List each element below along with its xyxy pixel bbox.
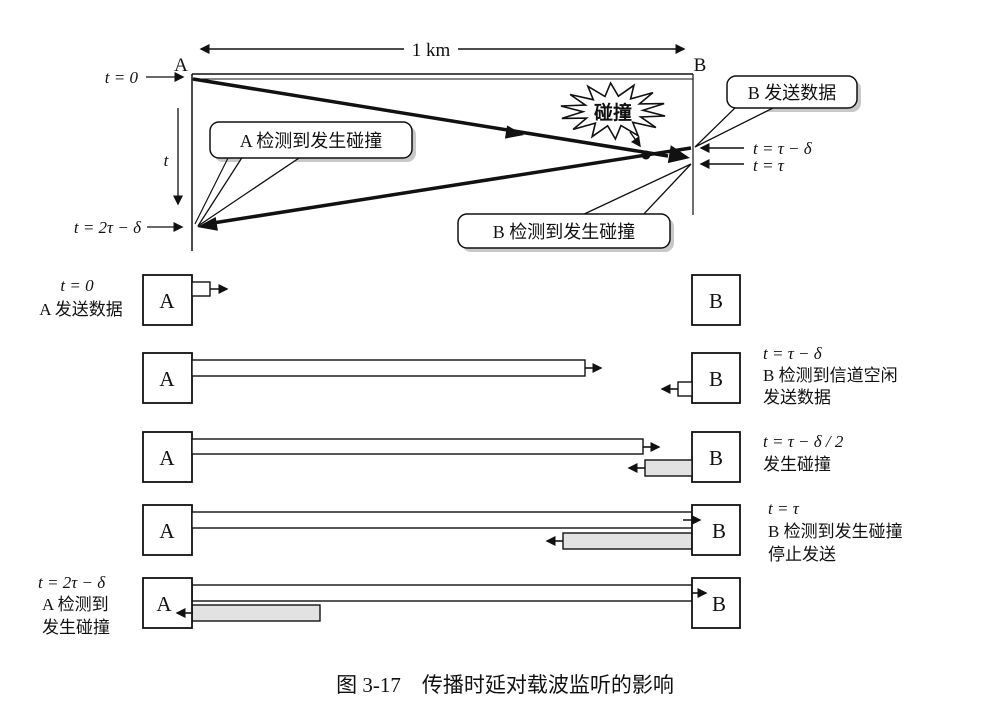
collision-label: 碰撞: [594, 101, 632, 124]
callout-b-detect-label: B 检测到发生碰撞: [493, 222, 636, 242]
row2-right-label-line3: 发送数据: [763, 388, 831, 407]
row2-frame-a-bar: [191, 359, 586, 377]
callout-b-detect: B 检测到发生碰撞: [457, 163, 692, 252]
t-tau-delta-annotation: t = τ − δ: [699, 139, 813, 158]
distance-arrow: 1 km: [199, 40, 686, 61]
row3-right-label-line1: t = τ − δ / 2: [763, 432, 844, 451]
row5-node-b-box: [691, 577, 741, 629]
row4-node-b-label: B: [712, 519, 726, 543]
t-tau-delta-label: t = τ − δ: [753, 139, 813, 158]
callout-a-detect-label: A 检测到发生碰撞: [240, 131, 383, 151]
row-t-tau-delta: A B t = τ − δ B 检测到信道空闲 发送数据: [142, 344, 898, 407]
row4-right-label-line3: 停止发送: [768, 545, 836, 564]
collision-annotation: 碰撞: [560, 81, 666, 148]
row1-frame-a-stub: [191, 281, 211, 297]
collision-point-dot: [641, 150, 651, 160]
row4-right-label-line1: t = τ: [768, 499, 800, 518]
row1-node-a-label: A: [159, 289, 175, 313]
frame-b-end-arrowhead: [197, 217, 218, 231]
row1-left-label-line2: A 发送数据: [39, 300, 123, 319]
row3-node-a-box: [142, 431, 193, 483]
row5-left-label-line3: 发生碰撞: [42, 618, 110, 637]
row4-node-a-label: A: [159, 519, 175, 543]
t-tau-label: t = τ: [753, 156, 785, 175]
row4-node-b-box: [691, 504, 741, 556]
row-a-detects: t = 2τ − δ A 检测到 发生碰撞 A B: [38, 573, 741, 637]
t-2tau-annotation: t = 2τ − δ: [74, 218, 184, 237]
node-a-label: A: [174, 55, 188, 76]
row-t0: t = 0 A 发送数据 A B: [39, 274, 741, 326]
row5-frame-b-bar: [191, 604, 321, 622]
row5-frame-a-bar: [191, 584, 693, 602]
figure-caption: 图 3-17 传播时延对载波监听的影响: [336, 673, 674, 697]
t-tau-annotation: t = τ: [699, 156, 785, 175]
row5-node-b-label: B: [712, 592, 726, 616]
callout-a-detect-bubble: [209, 121, 413, 159]
row2-right-label-line1: t = τ − δ: [763, 344, 823, 363]
row2-frame-b-stub: [677, 381, 693, 397]
row5-left-label-line2: A 检测到: [42, 595, 109, 614]
row4-frame-b-bar: [562, 532, 693, 550]
row3-node-b-box: [691, 431, 741, 483]
space-time-diagram: 1 km A B t = 0 t t = 2τ − δ: [74, 40, 861, 252]
callout-b-detect-bubble: [457, 213, 671, 249]
row4-right-label-line2: B 检测到发生碰撞: [768, 522, 903, 541]
frame-a-line: [192, 77, 669, 158]
t-2tau-label: t = 2τ − δ: [74, 218, 142, 237]
row3-node-b-label: B: [709, 446, 723, 470]
callout-b-send-label: B 发送数据: [748, 83, 837, 103]
collision-starburst: [560, 81, 666, 141]
row2-right-label-line2: B 检测到信道空闲: [763, 366, 898, 385]
callout-b-send-bubble: [726, 75, 858, 109]
t0-label: t = 0: [105, 68, 139, 87]
row5-left-label-line1: t = 2τ − δ: [38, 573, 106, 592]
frame-b-propagation: [197, 146, 692, 231]
channel-line: [192, 73, 693, 80]
callout-a-detect-tail-line: [194, 157, 229, 225]
row2-node-a-box: [142, 352, 193, 404]
callout-b-send: B 发送数据: [694, 75, 861, 148]
callout-a-detect: A 检测到发生碰撞: [194, 121, 416, 227]
row3-frame-a-bar: [191, 438, 644, 455]
row3-frame-b-bar: [644, 459, 693, 477]
row1-node-b-label: B: [709, 289, 723, 313]
row1-left-label-line1: t = 0: [60, 276, 94, 295]
row1-node-a-box: [142, 274, 193, 326]
row4-node-a-box: [142, 504, 193, 556]
time-annotation: t: [164, 108, 183, 206]
callout-b-detect-tail: [579, 163, 692, 217]
collision-pointer-arrow: [629, 131, 641, 148]
time-axis-label: t: [164, 151, 170, 170]
row-b-stops: A B t = τ B 检测到发生碰撞 停止发送: [142, 499, 903, 564]
row1-node-b-box: [691, 274, 741, 326]
node-b-label: B: [694, 55, 707, 76]
t0-annotation: t = 0: [105, 68, 185, 87]
distance-label: 1 km: [412, 40, 451, 61]
row2-node-b-box: [691, 352, 741, 404]
row4-frame-a-bar: [191, 511, 693, 529]
frame-a-mid-arrowhead: [504, 125, 524, 139]
row3-right-label-line2: 发生碰撞: [763, 455, 831, 474]
row5-node-a-box: [142, 577, 193, 629]
row5-node-a-label: A: [156, 592, 172, 616]
row3-node-a-label: A: [159, 446, 175, 470]
frame-b-line: [212, 146, 692, 225]
row2-node-b-label: B: [709, 367, 723, 391]
row-collision-occurs: A B t = τ − δ / 2 发生碰撞: [142, 431, 844, 483]
row2-node-a-label: A: [159, 367, 175, 391]
